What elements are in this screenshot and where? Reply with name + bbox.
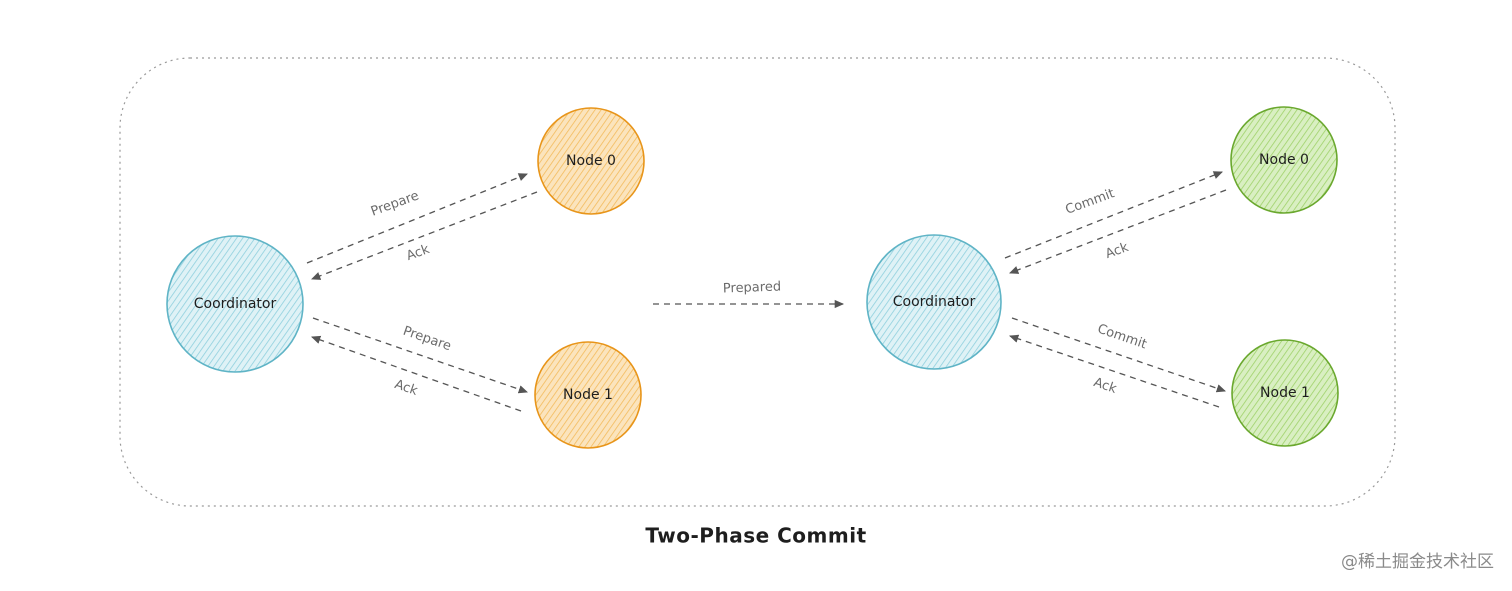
node-0-right: Node 0 bbox=[1230, 106, 1338, 214]
node-0-left-label: Node 0 bbox=[566, 153, 616, 169]
node-1-left-label: Node 1 bbox=[563, 387, 613, 403]
phase-commit: Coordinator Node 0 Node 1 Commit Ack Com… bbox=[866, 106, 1339, 447]
edge-label-prepare-node-0: Prepare bbox=[369, 188, 421, 219]
arrow-commit-node-1 bbox=[1011, 317, 1226, 393]
arrow-ack-right-node-0 bbox=[1009, 189, 1227, 274]
edge-label-ack-right-node-1: Ack bbox=[1092, 375, 1119, 397]
edge-label-ack-node-1: Ack bbox=[393, 377, 420, 399]
node-0-right-label: Node 0 bbox=[1259, 152, 1309, 168]
edge-label-prepared: Prepared bbox=[723, 279, 782, 296]
node-1-right-label: Node 1 bbox=[1260, 385, 1310, 401]
diagram-boundary bbox=[119, 57, 1396, 507]
coordinator-left: Coordinator bbox=[166, 235, 304, 373]
edge-label-commit-node-0: Commit bbox=[1063, 186, 1116, 218]
phase-prepare: Coordinator Node 0 Node 1 Prepare Ack Pr… bbox=[166, 107, 645, 449]
coordinator-right: Coordinator bbox=[866, 234, 1002, 370]
arrow-commit-node-0 bbox=[1004, 171, 1223, 259]
arrow-ack-node-0 bbox=[311, 191, 538, 280]
diagram-caption: Two-Phase Commit bbox=[645, 524, 866, 548]
arrow-ack-node-1 bbox=[311, 335, 522, 412]
node-1-left: Node 1 bbox=[534, 341, 642, 449]
node-1-right: Node 1 bbox=[1231, 339, 1339, 447]
transition: Prepared bbox=[653, 279, 845, 309]
edge-label-prepare-node-1: Prepare bbox=[401, 324, 453, 354]
arrow-ack-right-node-1 bbox=[1009, 334, 1220, 408]
coordinator-left-label: Coordinator bbox=[194, 296, 277, 312]
edge-label-ack-right-node-0: Ack bbox=[1103, 240, 1131, 262]
edge-label-commit-node-1: Commit bbox=[1095, 322, 1148, 353]
arrow-prepare-node-1 bbox=[312, 317, 528, 394]
watermark: @稀土掘金技术社区 bbox=[1341, 552, 1494, 572]
node-0-left: Node 0 bbox=[537, 107, 645, 215]
coordinator-right-label: Coordinator bbox=[893, 294, 976, 310]
edge-label-ack-node-0: Ack bbox=[404, 242, 432, 264]
